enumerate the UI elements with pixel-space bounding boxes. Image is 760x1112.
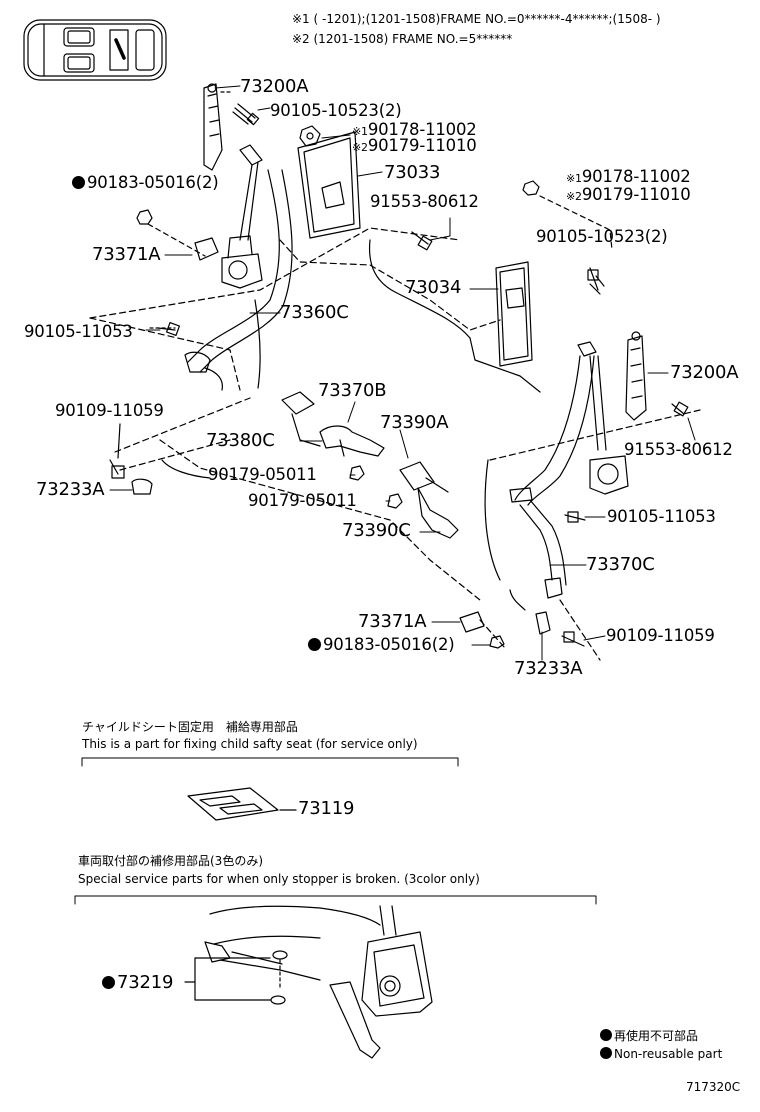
section1-title-en: This is a part for fixing child safty se… [82,737,418,751]
legend-jp: 再使用不可部品 [600,1027,698,1044]
frame-note-2: ※2 (1201-1508) FRAME NO.=5****** [292,32,513,46]
cover-right [459,611,505,649]
part-label-91553-80612-right[interactable]: 91553-80612 [624,440,733,459]
part-label-73119[interactable]: 73119 [298,798,355,819]
bolt-right-mid [671,401,689,417]
body-contour [161,239,541,611]
nut-left [136,209,206,257]
diagram-id: 717320C [686,1080,741,1094]
part-label-73390A[interactable]: 73390A [380,412,449,433]
nut-center-a [349,465,365,481]
part-label-73371A-right[interactable]: 73371A [358,611,427,632]
part-label-73033[interactable]: 73033 [384,162,441,183]
non-reusable-dot-icon [600,1047,612,1059]
marker-2: ※2 [566,190,582,203]
cap-left [131,478,153,495]
part-number: 90178-11002 [581,167,691,186]
part-label-90109-11059-left[interactable]: 90109-11059 [55,401,164,420]
non-reusable-dot-icon [600,1029,612,1041]
cap-right [535,611,551,635]
buckle-73390 [399,461,459,539]
part-label-90179-11010-top[interactable]: ※290179-11010 [352,137,477,157]
stopper-illustration [184,905,433,1059]
left-retractor [221,235,263,289]
nut-top-right [522,180,613,251]
marker-1: ※1 [566,172,582,185]
part-label-90105-10523-right[interactable]: 90105-10523(2) [536,227,668,246]
part-label-90179-11010-right[interactable]: ※290179-11010 [566,186,691,206]
non-reusable-dot-icon [308,638,321,651]
part-label-73371A-left[interactable]: 73371A [92,244,161,265]
part-number: 90183-05016(2) [87,173,219,192]
bolt-top-center [411,231,433,251]
section2-title-en: Special service parts for when only stop… [78,872,480,886]
part-label-90183-05016-left[interactable]: 90183-05016(2) [72,174,219,192]
body-outline [89,227,701,661]
bolt-right-lower [564,511,586,523]
left-seat-belt-webbing [187,144,293,373]
right-height-adjuster [625,331,647,421]
left-bottom-bolt [109,423,125,479]
child-seat-anchor [187,787,297,821]
part-label-73219[interactable]: 73219 [102,974,173,992]
part-label-90109-11059-right[interactable]: 90109-11059 [606,626,715,645]
section2-bracket [74,895,597,905]
part-label-73233A-right[interactable]: 73233A [514,658,583,679]
bolt-right-bottom [561,631,585,647]
center-buckle-assembly [281,391,385,457]
right-retractor [589,455,629,495]
part-label-90178-11002-right[interactable]: ※190178-11002 [566,168,691,188]
frame-note-1: ※1 ( -1201);(1201-1508)FRAME NO.=0******… [292,12,661,26]
bolt-mid-left [149,321,181,337]
part-number: 90179-11010 [581,185,691,204]
part-label-90105-11053-right[interactable]: 90105-11053 [607,507,716,526]
part-label-73370C[interactable]: 73370C [586,554,655,575]
part-label-90105-11053-left[interactable]: 90105-11053 [24,322,133,341]
part-label-90179-05011-b[interactable]: 90179-05011 [248,491,357,510]
nut-center-b [387,493,403,509]
nut-top-left [299,125,321,147]
part-number: 90179-11010 [367,136,477,155]
marker-1: ※1 [352,125,368,138]
section2-title-jp: 車両取付部の補修用部品(3色のみ) [78,854,263,868]
section1-bracket [81,757,459,767]
part-label-73370B[interactable]: 73370B [318,380,387,401]
part-label-90179-05011-a[interactable]: 90179-05011 [208,465,317,484]
part-number: 73219 [117,972,174,993]
left-height-adjuster [203,83,234,171]
part-label-73034[interactable]: 73034 [405,277,462,298]
part-label-73380C[interactable]: 73380C [206,430,275,451]
section1-title-jp: チャイルドシート固定用 補給専用部品 [82,720,298,734]
part-label-73200A-top[interactable]: 73200A [240,76,309,97]
legend-en: Non-reusable part [600,1047,722,1061]
part-label-90183-05016-right[interactable]: 90183-05016(2) [308,636,455,654]
part-number: 90183-05016(2) [323,635,455,654]
marker-2: ※2 [352,141,368,154]
right-lower-anchor [509,487,563,599]
bolt-right-upper [587,267,605,295]
bolt-top-left [232,103,260,126]
vehicle-locator-icon [23,19,167,81]
leader-lines [109,85,696,661]
right-seat-belt-webbing [514,341,607,586]
part-label-73200A-right[interactable]: 73200A [670,362,739,383]
non-reusable-dot-icon [72,176,85,189]
part-label-90105-10523-top[interactable]: 90105-10523(2) [270,101,402,120]
part-label-73360C[interactable]: 73360C [280,302,349,323]
part-label-73233A-left[interactable]: 73233A [36,479,105,500]
part-number: 90178-11002 [367,120,477,139]
part-label-90178-11002-top[interactable]: ※190178-11002 [352,121,477,141]
legend-en-text: Non-reusable part [614,1047,723,1061]
cover-left [194,237,219,261]
part-label-73390C[interactable]: 73390C [342,520,411,541]
legend-jp-text: 再使用不可部品 [614,1029,699,1043]
non-reusable-dot-icon [102,976,115,989]
pillar-trim-upper [297,131,361,239]
left-lower-anchor [184,351,223,391]
pillar-trim-lower [495,261,533,367]
part-label-91553-80612-top[interactable]: 91553-80612 [370,192,479,211]
